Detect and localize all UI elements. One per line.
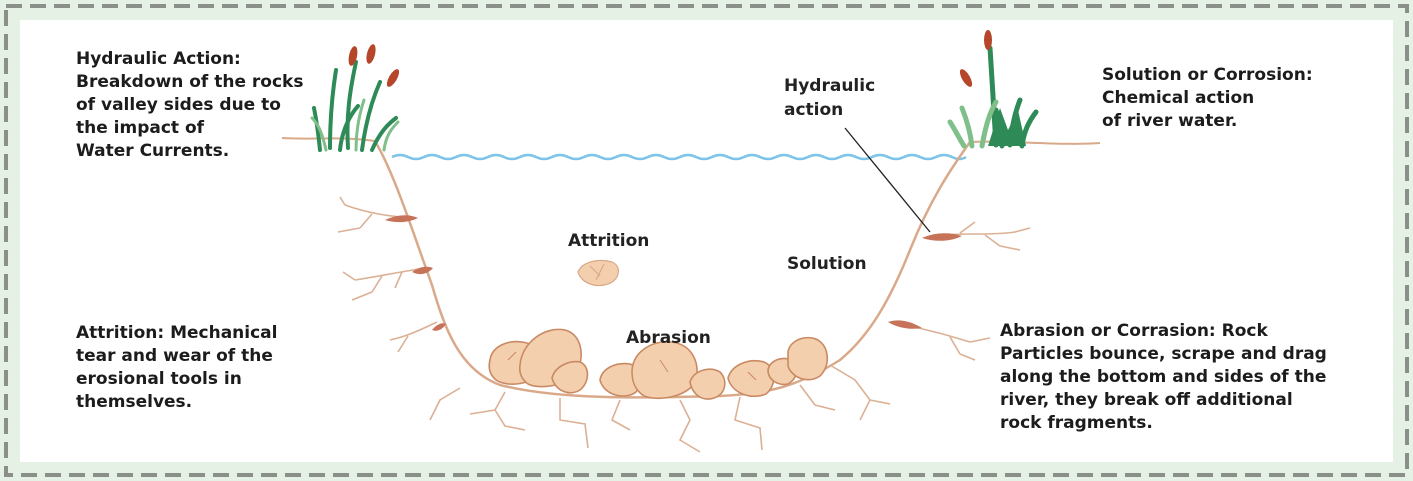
hydraulic-action-label-line-1: Hydraulic — [784, 74, 875, 98]
solution-label: Solution — [787, 254, 867, 274]
attrition-line-0-rest: Mechanical — [164, 323, 277, 343]
hydraulic-action-description: Hydraulic Action: Breakdown of the rocks… — [76, 48, 303, 163]
hydraulic-action-label: Hydraulic action — [784, 74, 875, 122]
solution-line-1: Chemical action — [1102, 87, 1313, 110]
hydraulic-action-line-2: of valley sides due to — [76, 94, 303, 117]
hydraulic-action-line-4: Water Currents. — [76, 140, 303, 163]
attrition-line-2: erosional tools in — [76, 368, 277, 391]
solution-line-2: of river water. — [1102, 110, 1313, 133]
abrasion-line-2: along the bottom and sides of the — [1000, 366, 1327, 389]
abrasion-line-1: Particles bounce, scrape and drag — [1000, 343, 1327, 366]
attrition-line-1: tear and wear of the — [76, 345, 277, 368]
attrition-line-3: themselves. — [76, 391, 277, 414]
attrition-description: Attrition: Mechanical tear and wear of t… — [76, 322, 277, 414]
water-surface — [392, 155, 966, 159]
hydraulic-action-line-1: Breakdown of the rocks — [76, 71, 303, 94]
left-reeds-icon — [312, 43, 401, 150]
abrasion-label: Abrasion — [626, 328, 711, 348]
right-reeds-icon — [950, 30, 1036, 146]
abrasion-description: Abrasion or Corrasion: Rock Particles bo… — [1000, 320, 1327, 435]
abrasion-heading: Abrasion or Corrasion: — [1000, 321, 1216, 341]
hydraulic-action-label-line-2: action — [784, 98, 875, 122]
hydraulic-action-line-3: the impact of — [76, 117, 303, 140]
hydraulic-action-pointer — [845, 128, 930, 232]
solution-description: Solution or Corrosion: Chemical action o… — [1102, 64, 1313, 133]
attrition-heading: Attrition: — [76, 323, 164, 343]
abrasion-line-4: rock fragments. — [1000, 412, 1327, 435]
abrasion-line-0-rest: Rock — [1216, 321, 1268, 341]
abrasion-line-3: river, they break off additional — [1000, 389, 1327, 412]
attrition-label: Attrition — [568, 231, 649, 251]
solution-heading: Solution or Corrosion: — [1102, 64, 1313, 87]
hydraulic-action-heading: Hydraulic Action: — [76, 48, 303, 71]
erosion-patches — [385, 215, 962, 331]
attrition-pebble — [578, 260, 618, 285]
